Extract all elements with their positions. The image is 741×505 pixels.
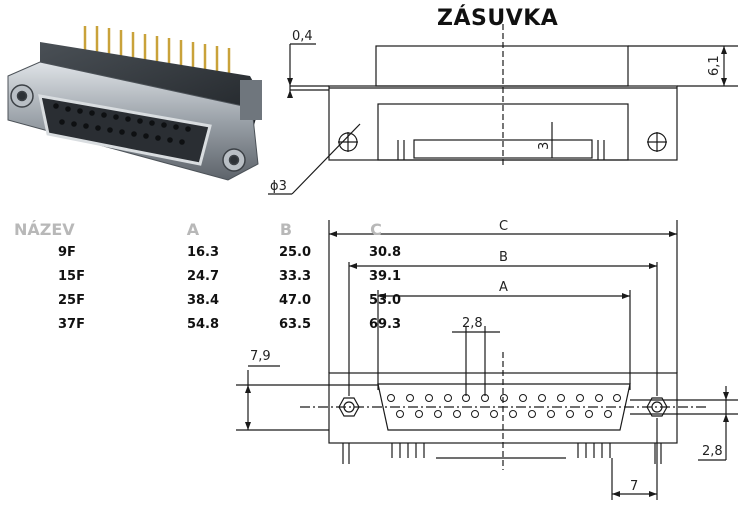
- page-title: ZÁSUVKA: [437, 6, 559, 31]
- row-offset-label: 7,9: [250, 349, 271, 364]
- cell-a: 16.3: [186, 244, 220, 260]
- cell-b: 63.5: [278, 316, 312, 332]
- connector-photo: [7, 26, 262, 181]
- slot-label: 3: [537, 142, 552, 150]
- pin-grid: [387, 394, 621, 418]
- side-view: [268, 24, 738, 195]
- cell-c: 39.1: [368, 268, 402, 284]
- cell-a: 24.7: [186, 268, 220, 284]
- cell-name: 9F: [58, 244, 76, 260]
- cell-c: 69.3: [368, 316, 402, 332]
- pitch-label: 2,8: [462, 316, 483, 331]
- cell-name: 37F: [58, 316, 85, 332]
- cell-name: 25F: [58, 292, 85, 308]
- table-row: 15F 24.7 33.3 39.1: [14, 264, 422, 288]
- dimension-a-label: A: [499, 280, 508, 295]
- pin-offset-label: 7: [630, 479, 638, 494]
- table-row: 37F 54.8 63.5 69.3: [14, 312, 422, 336]
- cell-c: 53.0: [368, 292, 402, 308]
- thickness-label: 0,4: [292, 29, 313, 44]
- header-name: NÁZEV: [14, 219, 75, 239]
- header-c: C: [370, 219, 382, 239]
- dimension-b-label: B: [499, 250, 508, 265]
- table-row: 9F 16.3 25.0 30.8: [14, 240, 422, 264]
- cell-a: 54.8: [186, 316, 220, 332]
- cell-c: 30.8: [368, 244, 402, 260]
- dimension-c-label: C: [499, 219, 508, 234]
- cell-b: 47.0: [278, 292, 312, 308]
- cell-b: 25.0: [278, 244, 312, 260]
- header-b: B: [279, 219, 293, 239]
- cell-b: 33.3: [278, 268, 312, 284]
- table-row: 25F 38.4 47.0 53.0: [14, 288, 422, 312]
- front-view: [236, 220, 738, 500]
- dimension-table: NÁZEV A B C 9F 16.3 25.0 30.8 15F 24.7 3…: [14, 218, 422, 336]
- cell-name: 15F: [58, 268, 85, 284]
- header-a: A: [186, 219, 200, 239]
- height-label: 6,1: [707, 55, 722, 76]
- hole-label: ϕ3: [270, 179, 287, 194]
- cell-a: 38.4: [186, 292, 220, 308]
- pin-row-label: 2,8: [702, 444, 723, 459]
- table-header: NÁZEV A B C: [14, 218, 422, 240]
